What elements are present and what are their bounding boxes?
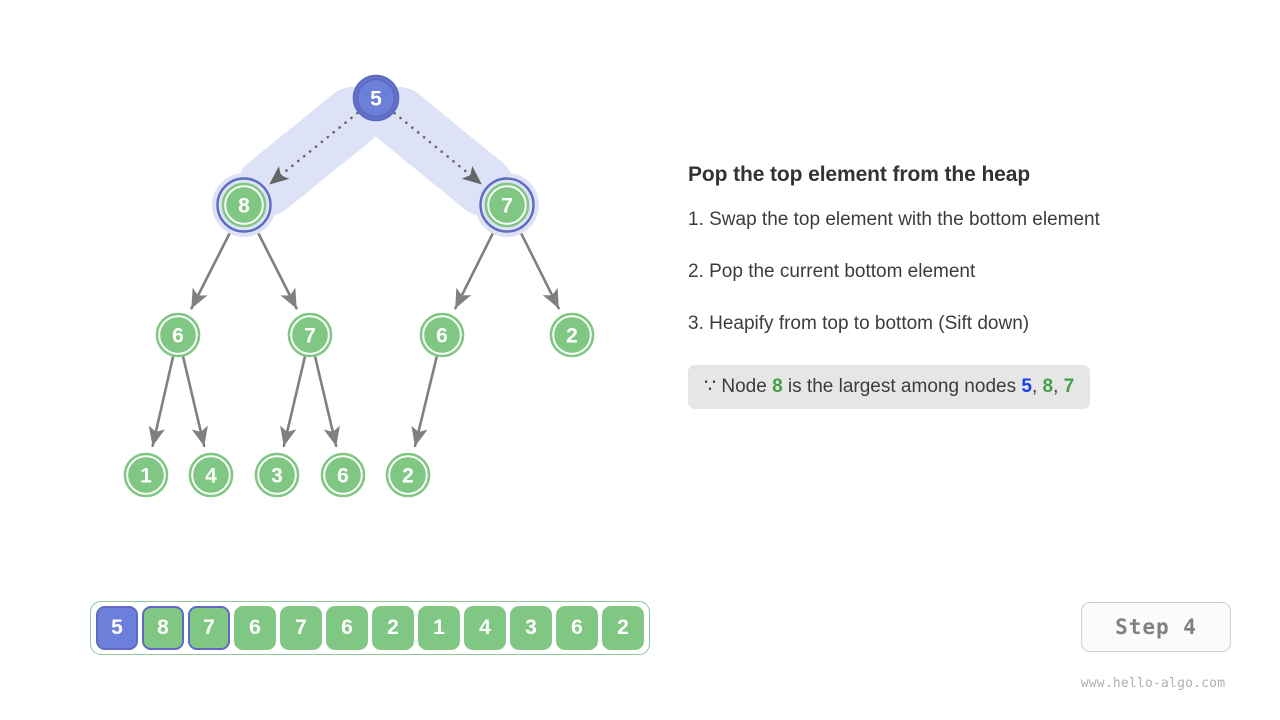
node-circle (254, 452, 300, 498)
step-item-2: 2. Pop the current bottom element (688, 260, 976, 282)
node-inner-ring (158, 315, 198, 355)
tree-node-8: 8 (212, 173, 276, 237)
node-circle (385, 452, 431, 498)
node-inner-ring (290, 315, 330, 355)
node-inner-ring (422, 315, 462, 355)
array-cell-8: 4 (464, 606, 506, 650)
array-cell-6: 2 (372, 606, 414, 650)
note-node-value: 8 (772, 375, 783, 397)
tree-node-6: 6 (320, 452, 366, 498)
node-circle (549, 312, 595, 358)
tree-edge-9 (411, 356, 438, 448)
node-circle (155, 312, 201, 358)
array-cell-0: 5 (96, 606, 138, 650)
node-inner-ring (126, 455, 166, 495)
tree-node-2: 2 (549, 312, 595, 358)
node-inner-ring (388, 455, 428, 495)
node-inner-ring (191, 455, 231, 495)
note-candidate-1: 5 (1021, 375, 1032, 397)
node-inner-ring (487, 185, 527, 225)
array-cell-7: 1 (418, 606, 460, 650)
node-circle (320, 452, 366, 498)
site-url: www.hello-algo.com (1080, 676, 1226, 691)
tree-node-7: 7 (475, 173, 539, 237)
array-cell-2: 7 (188, 606, 230, 650)
reason-callout: ∵ Node 8 is the largest among nodes 5, 8… (688, 364, 1091, 410)
tree-edge-2 (253, 224, 298, 310)
tree-edge-5 (148, 356, 175, 448)
tree-node-4: 4 (188, 452, 234, 498)
array-cell-3: 6 (234, 606, 276, 650)
node-inner-ring (323, 455, 363, 495)
node-inner-ring (257, 455, 297, 495)
tree-node-3: 3 (254, 452, 300, 498)
tree-edge-4 (515, 224, 560, 310)
page-title: Pop the top element from the heap (688, 163, 1031, 186)
tree-edges (148, 224, 560, 448)
node-circle (484, 182, 530, 228)
node-inner-ring (224, 185, 264, 225)
note-pre-text: Node (716, 375, 773, 397)
tree-node-6: 6 (419, 312, 465, 358)
tree-node-7: 7 (287, 312, 333, 358)
step-item-3: 3. Heapify from top to bottom (Sift down… (688, 312, 1030, 334)
tree-edge-8 (313, 356, 340, 448)
tree-node-5: 5 (352, 74, 400, 122)
tree-edge-6 (181, 356, 208, 448)
node-circle (221, 182, 267, 228)
step-badge: Step 4 (1081, 602, 1231, 652)
node-circle (352, 74, 400, 122)
node-circle (419, 312, 465, 358)
note-sep-1: , (1031, 375, 1043, 397)
array-cell-4: 7 (280, 606, 322, 650)
tree-edge-1 (190, 224, 235, 310)
explanation-panel: Pop the top element from the heap 1. Swa… (688, 162, 1228, 410)
array-cell-9: 3 (510, 606, 552, 650)
because-symbol: ∵ (704, 375, 717, 397)
note-candidate-3: 7 (1063, 375, 1075, 397)
tree-node-6: 6 (155, 312, 201, 358)
array-cell-11: 2 (602, 606, 644, 650)
tree-edge-7 (280, 356, 307, 448)
node-selection-ring (216, 177, 272, 233)
node-circle (123, 452, 169, 498)
step-item-1: 1. Swap the top element with the bottom … (688, 209, 1100, 231)
node-circle (188, 452, 234, 498)
tree-node-2: 2 (385, 452, 431, 498)
array-cell-10: 6 (556, 606, 598, 650)
node-selection-ring (479, 177, 535, 233)
array-cell-5: 6 (326, 606, 368, 650)
node-inner-ring (356, 77, 397, 118)
tree-node-1: 1 (123, 452, 169, 498)
tree-edge-3 (454, 224, 499, 310)
node-inner-ring (552, 315, 592, 355)
note-sep-2: , (1053, 375, 1064, 397)
node-circle (287, 312, 333, 358)
array-cell-1: 8 (142, 606, 184, 650)
note-candidate-2: 8 (1042, 375, 1054, 397)
note-mid-text: is the largest among nodes (782, 375, 1022, 397)
